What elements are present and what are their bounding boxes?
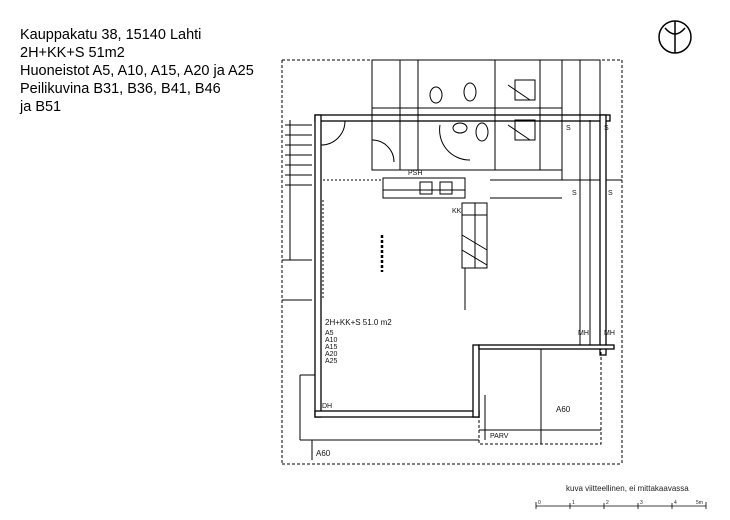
north-arrow-icon	[658, 20, 692, 54]
interior-lines	[322, 179, 384, 300]
header-text: Kauppakatu 38, 15140 Lahti 2H+KK+S 51m2 …	[20, 26, 254, 116]
apartment-list-item: A10	[325, 337, 338, 344]
label-dh: DH	[322, 403, 332, 410]
label-s: S	[566, 125, 571, 132]
scale-tick-label: 3	[640, 500, 643, 506]
apartment-type-line: 2H+KK+S 51m2	[20, 45, 125, 61]
scale-tick-label: 0	[538, 500, 541, 506]
outer-left-lines	[282, 259, 479, 460]
label-psh: PSH	[408, 170, 422, 177]
apartment-list-item: A15	[325, 344, 338, 351]
exterior-walls	[314, 114, 615, 418]
bathroom-area	[285, 59, 563, 260]
label-s: S	[572, 190, 577, 197]
kitchen-counter	[382, 177, 562, 310]
label-mh: MH	[604, 330, 615, 337]
label-neighbor-bottom: A60	[316, 449, 331, 458]
label-neighbor-right: A60	[556, 405, 571, 414]
mirror-apartments-line: Peilikuvina B31, B36, B41, B46	[20, 81, 221, 97]
storage-column	[561, 59, 622, 345]
label-s: S	[604, 125, 609, 132]
label-kk: KK	[452, 208, 462, 215]
scale-tick-label: 5m	[696, 500, 703, 506]
apartment-list: A5 A10 A15 A20 A25	[325, 330, 338, 365]
label-s: S	[608, 190, 613, 197]
main-room-label: 2H+KK+S 51.0 m2	[325, 318, 392, 327]
scale-tick-label: 4	[674, 500, 677, 506]
label-mh: MH	[578, 330, 589, 337]
scale-tick-label: 2	[606, 500, 609, 506]
scale-caption: kuva viitteellinen, ei mittakaavassa	[566, 484, 689, 493]
balcony	[478, 348, 602, 445]
address-line: Kauppakatu 38, 15140 Lahti	[20, 27, 202, 43]
scale-tick-label: 1	[572, 500, 575, 506]
label-parv: PARV	[490, 433, 509, 440]
apartment-list-item: A25	[325, 358, 338, 365]
apartment-list-item: A5	[325, 330, 334, 337]
mirror-apartments-line-2: ja B51	[20, 99, 62, 115]
apartment-list-item: A20	[325, 351, 338, 358]
apartments-line: Huoneistot A5, A10, A15, A20 ja A25	[20, 63, 254, 79]
scale-bar	[535, 502, 707, 509]
